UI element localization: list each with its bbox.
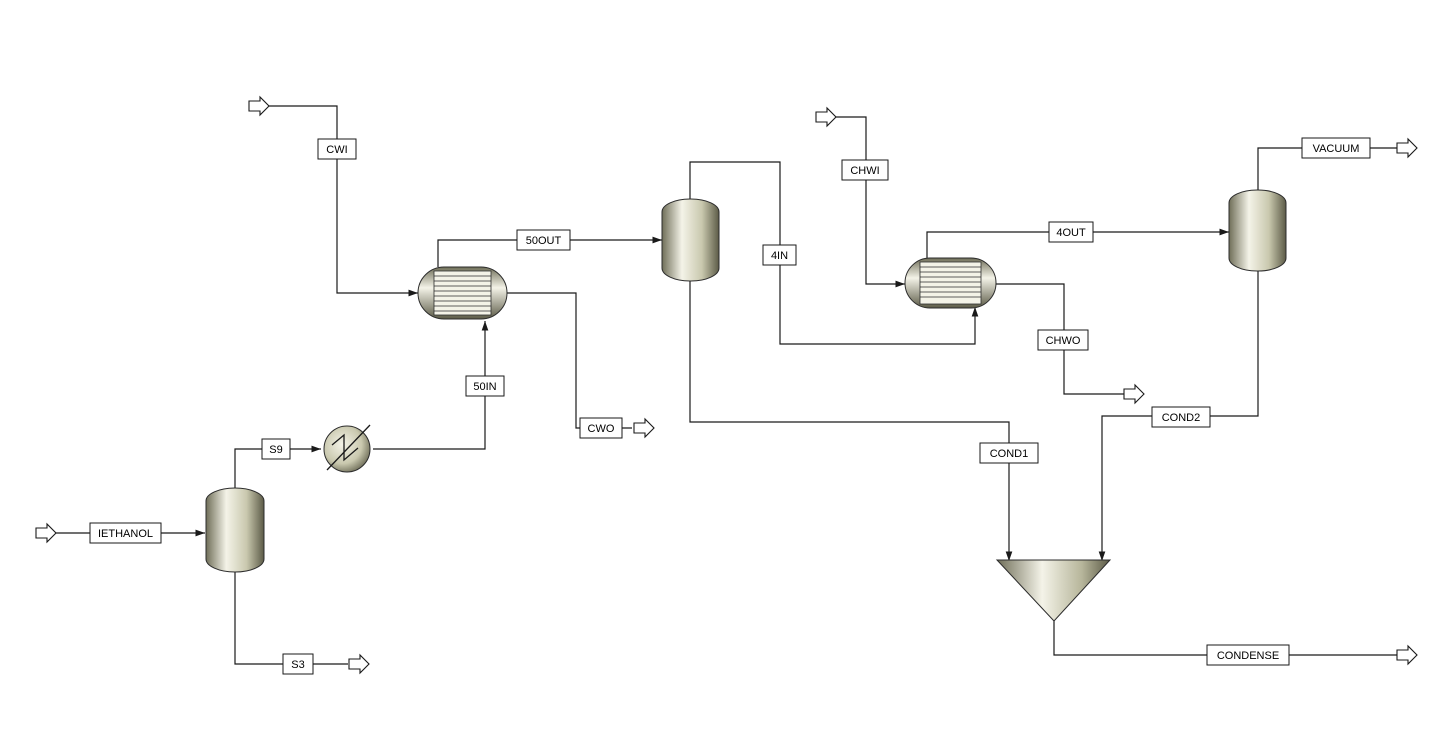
stream-label-chwi[interactable]: CHWI — [841, 159, 889, 181]
stream-line-s9[interactable] — [234, 445, 321, 490]
mixer-cone-icon[interactable] — [995, 559, 1112, 622]
heat-exchanger-1-icon[interactable] — [417, 266, 508, 320]
stream-label-cwo-text: CWO — [588, 423, 615, 435]
stream-label-cwo[interactable]: CWO — [579, 417, 623, 439]
heat-exchanger-2-icon[interactable] — [904, 257, 997, 309]
stream-line-s3[interactable] — [234, 572, 348, 665]
stream-label-s3[interactable]: S3 — [282, 653, 314, 675]
stream-label-s9-text: S9 — [269, 444, 282, 456]
flash-drum-2-icon[interactable] — [661, 198, 720, 282]
stream-line-4in[interactable] — [689, 161, 979, 345]
stream-line-50in[interactable] — [373, 321, 489, 450]
stream-label-chwo-text: CHWO — [1046, 335, 1081, 347]
stream-label-50in[interactable]: 50IN — [465, 375, 505, 397]
product-port-s3-icon[interactable] — [348, 653, 370, 675]
stream-label-4out-text: 4OUT — [1056, 227, 1086, 239]
stream-label-4in-text: 4IN — [771, 250, 788, 262]
flash-drum-1-icon[interactable] — [205, 487, 265, 573]
stream-label-condense-text: CONDENSE — [1217, 650, 1279, 662]
product-port-chwo-icon[interactable] — [1123, 383, 1145, 405]
feed-port-chwi-icon[interactable] — [815, 106, 837, 128]
stream-line-cond1[interactable] — [689, 281, 1013, 561]
product-port-vacuum-icon[interactable] — [1396, 137, 1418, 159]
stream-label-cwi-text: CWI — [326, 144, 347, 156]
stream-label-50out-text: 50OUT — [526, 235, 562, 247]
stream-label-iethanol[interactable]: IETHANOL — [89, 522, 162, 544]
stream-line-cwi[interactable] — [268, 105, 418, 297]
stream-label-condense[interactable]: CONDENSE — [1206, 644, 1290, 666]
flash-drum-3-icon[interactable] — [1228, 189, 1287, 272]
stream-label-4in[interactable]: 4IN — [762, 244, 797, 266]
stream-label-50in-text: 50IN — [473, 381, 496, 393]
stream-label-50out[interactable]: 50OUT — [516, 229, 571, 251]
heater-icon[interactable] — [323, 424, 371, 473]
product-port-condense-icon[interactable] — [1396, 644, 1418, 666]
stream-label-cond1-text: COND1 — [990, 448, 1029, 460]
stream-label-s9[interactable]: S9 — [261, 438, 291, 460]
stream-line-4out[interactable] — [926, 228, 1229, 259]
stream-label-vacuum[interactable]: VACUUM — [1301, 137, 1371, 159]
stream-label-cond1[interactable]: COND1 — [979, 442, 1039, 464]
feed-port-iethanol-icon[interactable] — [35, 522, 57, 544]
stream-label-4out[interactable]: 4OUT — [1048, 221, 1094, 243]
stream-label-cwi[interactable]: CWI — [317, 138, 357, 160]
stream-label-vacuum-text: VACUUM — [1313, 143, 1360, 155]
stream-label-cond2[interactable]: COND2 — [1151, 406, 1211, 428]
stream-label-chwi-text: CHWI — [850, 165, 879, 177]
stream-line-cwo[interactable] — [507, 292, 632, 429]
stream-label-s3-text: S3 — [291, 659, 304, 671]
stream-line-chwi[interactable] — [834, 116, 905, 288]
stream-label-cond2-text: COND2 — [1162, 412, 1201, 424]
stream-line-50out[interactable] — [437, 236, 662, 267]
stream-label-iethanol-text: IETHANOL — [98, 528, 153, 540]
product-port-cwo-icon[interactable] — [633, 417, 655, 439]
stream-label-chwo[interactable]: CHWO — [1037, 329, 1089, 351]
feed-port-cwi-icon[interactable] — [248, 95, 270, 117]
